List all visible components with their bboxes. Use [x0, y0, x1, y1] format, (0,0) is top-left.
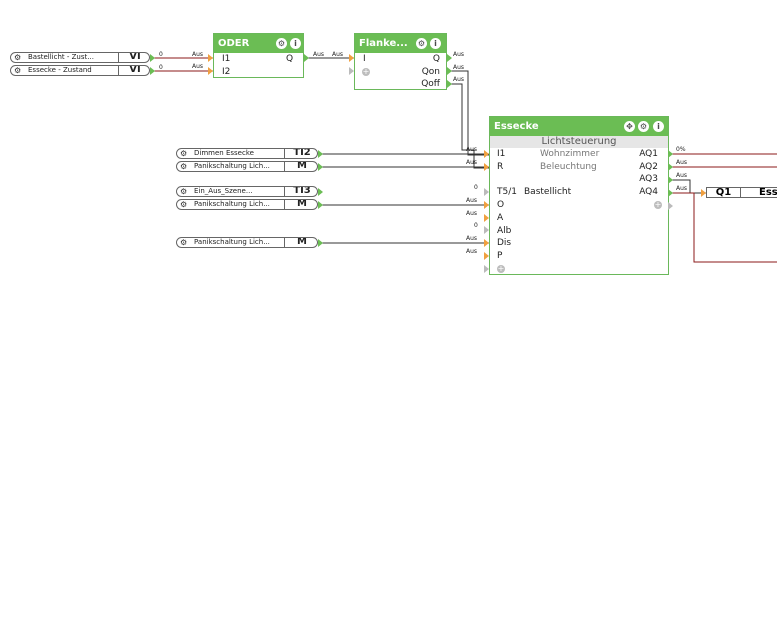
input-name: Dimmen Essecke — [194, 149, 254, 157]
gear-icon[interactable]: ⚙ — [416, 38, 427, 49]
input-type: TI3 — [284, 187, 317, 196]
port-label: R — [497, 162, 504, 172]
wire-tag: 0 — [474, 184, 478, 191]
port-label: Qoff — [421, 79, 440, 89]
port-label: I — [363, 54, 366, 64]
add-icon[interactable]: + — [497, 264, 505, 273]
wire-tag: 0 — [159, 64, 163, 71]
input-type: VI — [118, 53, 149, 62]
wire-tag: Aus — [453, 76, 465, 83]
output-name: Ess — [740, 187, 777, 198]
gear-icon[interactable]: ⚙ — [180, 162, 188, 171]
input-node[interactable]: ⚙ Essecke - Zustand VI — [10, 65, 150, 76]
input-node[interactable]: ⚙ Bastellicht - Zust... VI — [10, 52, 150, 63]
wire-tag: 0 — [474, 222, 478, 229]
gear-icon[interactable]: ⚙ — [14, 66, 22, 75]
port-label: AQ4 — [639, 187, 658, 197]
port-label: T5/1 — [497, 187, 517, 197]
port-label: Q — [286, 54, 294, 64]
info-icon[interactable]: i — [430, 38, 441, 49]
wire-tag: Aus — [676, 159, 688, 166]
gear-icon[interactable]: ⚙ — [14, 53, 22, 62]
gear-icon[interactable]: ⚙ — [276, 38, 287, 49]
block-title: Essecke — [490, 117, 668, 136]
input-name: Bastellicht - Zust... — [28, 53, 94, 61]
port-desc: Bastellicht — [524, 187, 572, 197]
port-label: AQ2 — [639, 162, 658, 172]
input-type: M — [284, 200, 317, 209]
wire-tag: Aus — [453, 64, 465, 71]
add-icon[interactable]: + — [654, 200, 662, 209]
wire-tag: Aus — [453, 51, 465, 58]
input-node[interactable]: ⚙ Ein_Aus_Szene... TI3 — [176, 186, 318, 197]
wire-tag: Aus — [676, 185, 688, 192]
wire-tag: Aus — [466, 159, 478, 166]
input-node[interactable]: ⚙ Panikschaltung Lich... M — [176, 199, 318, 210]
port-label: Alb — [497, 226, 512, 236]
wire-tag: Aus — [466, 248, 478, 255]
wire-tag: Aus — [466, 235, 478, 242]
gear-icon[interactable]: ⚙ — [180, 238, 188, 247]
gear-icon[interactable]: ⚙ — [638, 121, 649, 132]
input-node[interactable]: ⚙ Dimmen Essecke TI2 — [176, 148, 318, 159]
essecke-block[interactable]: Essecke ✥ ⚙ i Lichtsteuerung I1 Wohnzimm… — [489, 116, 669, 275]
wire-tag: Aus — [466, 197, 478, 204]
port-label: I2 — [222, 67, 231, 77]
gear-icon[interactable]: ⚙ — [180, 187, 188, 196]
port-label: O — [497, 200, 505, 210]
input-name: Panikschaltung Lich... — [194, 238, 270, 246]
port-label: P — [497, 251, 503, 261]
input-type: M — [284, 238, 317, 247]
move-icon[interactable]: ✥ — [624, 121, 635, 132]
wire-tag: Aus — [466, 210, 478, 217]
port-label: A — [497, 213, 504, 223]
gear-icon[interactable]: ⚙ — [180, 200, 188, 209]
add-icon[interactable]: + — [362, 67, 370, 76]
port-label: Qon — [421, 67, 440, 77]
port-label: AQ1 — [639, 149, 658, 159]
info-icon[interactable]: i — [653, 121, 664, 132]
block-subtitle: Lichtsteuerung — [490, 136, 668, 148]
port-desc: Wohnzimmer — [540, 149, 600, 159]
output-node[interactable]: Q1 Ess — [706, 187, 777, 198]
port-label: I1 — [222, 54, 231, 64]
input-name: Ein_Aus_Szene... — [194, 187, 253, 195]
input-type: M — [284, 162, 317, 171]
input-type: TI2 — [284, 149, 317, 158]
input-type: VI — [118, 66, 149, 75]
input-name: Panikschaltung Lich... — [194, 200, 270, 208]
port-label: AQ3 — [639, 174, 658, 184]
input-node[interactable]: ⚙ Panikschaltung Lich... M — [176, 161, 318, 172]
wire-tag: Aus — [313, 51, 325, 58]
wire-tag: Aus — [192, 51, 204, 58]
port-label: Dis — [497, 238, 512, 248]
port-label: I1 — [497, 149, 506, 159]
oder-block[interactable]: ODER ⚙ i I1 I2 Q — [213, 33, 304, 78]
info-icon[interactable]: i — [290, 38, 301, 49]
wire-tag: Aus — [332, 51, 344, 58]
port-label: Q — [432, 54, 440, 64]
input-name: Essecke - Zustand — [28, 66, 92, 74]
port-desc: Beleuchtung — [540, 162, 597, 172]
output-type: Q1 — [715, 187, 732, 198]
wire-tag: 0 — [159, 51, 163, 58]
wire-tag: Aus — [676, 172, 688, 179]
gear-icon[interactable]: ⚙ — [180, 149, 188, 158]
wire-tag: 0% — [676, 146, 686, 153]
input-name: Panikschaltung Lich... — [194, 162, 270, 170]
flanke-block[interactable]: Flanke... ⚙ i I + Q Qon Qoff — [354, 33, 447, 90]
wire-tag: Aus — [192, 63, 204, 70]
input-node[interactable]: ⚙ Panikschaltung Lich... M — [176, 237, 318, 248]
wire-tag: Aus — [466, 146, 478, 153]
